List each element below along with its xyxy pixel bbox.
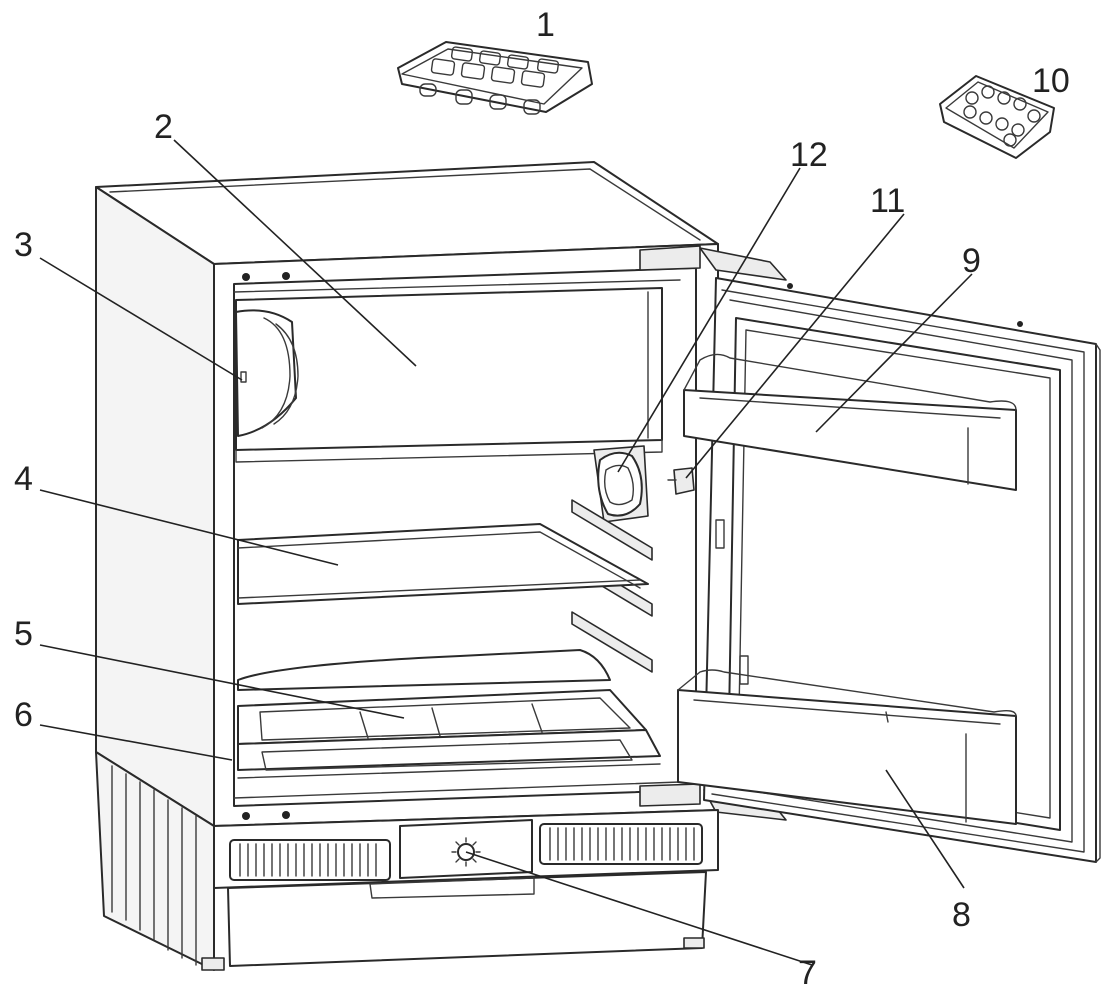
callout-11: 11 bbox=[870, 182, 905, 220]
callout-7: 7 bbox=[798, 954, 817, 992]
callout-6: 6 bbox=[14, 696, 33, 734]
ice-cube-tray bbox=[397, 41, 593, 115]
crisper-cover bbox=[237, 729, 661, 779]
callout-12: 12 bbox=[790, 136, 828, 174]
egg-tray bbox=[939, 75, 1055, 159]
leader-8 bbox=[885, 769, 965, 889]
control-knob bbox=[399, 819, 533, 879]
glass-shelf bbox=[237, 523, 649, 605]
leader-12 bbox=[617, 167, 801, 473]
leader-2 bbox=[173, 139, 417, 367]
light-thermostat-housing bbox=[235, 309, 299, 437]
door-upper-shelf bbox=[683, 353, 1017, 491]
door-bottle-shelf bbox=[677, 669, 1017, 825]
freezer-compartment bbox=[235, 287, 663, 463]
callout-8: 8 bbox=[952, 896, 971, 934]
leader-9 bbox=[815, 273, 973, 433]
callout-2: 2 bbox=[154, 108, 173, 146]
leader-5 bbox=[39, 644, 405, 719]
callout-4: 4 bbox=[14, 460, 33, 498]
callout-9: 9 bbox=[962, 242, 981, 280]
fan-unit bbox=[593, 445, 649, 523]
leader-11 bbox=[685, 213, 905, 479]
callout-1: 1 bbox=[536, 6, 555, 44]
callout-labels: 1 2 3 4 5 6 7 8 9 10 11 12 bbox=[14, 6, 1070, 992]
callout-5: 5 bbox=[14, 615, 33, 653]
crisper-drawer bbox=[237, 649, 647, 745]
leader-3 bbox=[39, 257, 243, 381]
callout-3: 3 bbox=[14, 226, 33, 264]
leader-7 bbox=[465, 851, 813, 966]
leader-6 bbox=[39, 724, 233, 761]
leader-4 bbox=[39, 489, 339, 566]
leader-lines bbox=[39, 139, 973, 966]
callout-10: 10 bbox=[1032, 62, 1070, 100]
